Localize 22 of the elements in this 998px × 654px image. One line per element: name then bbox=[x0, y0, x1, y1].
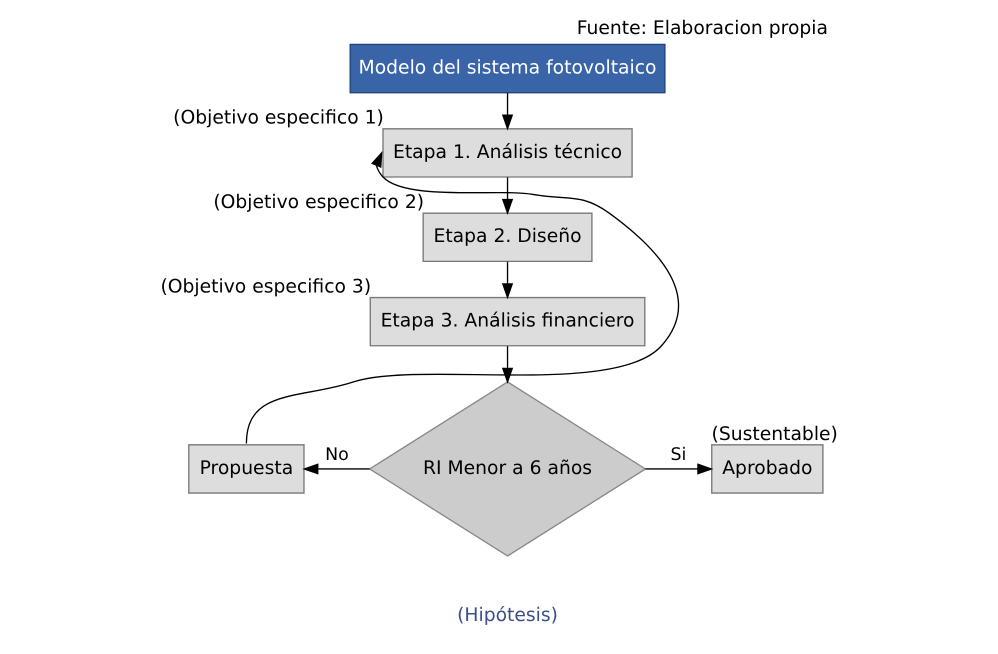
node-label: (Sustentable) bbox=[711, 424, 838, 445]
edge-label: Si bbox=[670, 445, 686, 466]
node-box: Etapa 1. Análisis técnico bbox=[382, 128, 632, 178]
edge-label: No bbox=[324, 445, 348, 466]
arrow bbox=[501, 177, 513, 215]
arrow bbox=[501, 93, 513, 131]
node-box: Etapa 3. Análisis financiero bbox=[369, 296, 645, 346]
node-box: Aprobado bbox=[710, 444, 824, 494]
node-box: Modelo del sistema fotovoltaico bbox=[349, 44, 666, 94]
node-box: Etapa 2. Diseño bbox=[422, 212, 592, 262]
node-label: (Objetivo especifico 2) bbox=[212, 192, 424, 214]
caption: Fuente: Elaboracion propia bbox=[576, 18, 828, 39]
arrow bbox=[501, 346, 513, 384]
arrow bbox=[501, 262, 513, 300]
node-box: Propuesta bbox=[188, 444, 304, 494]
node-label: (Objetivo especifico 1) bbox=[172, 108, 384, 129]
arrow bbox=[302, 463, 370, 475]
arrow bbox=[245, 151, 678, 444]
node-label: (Objetivo especifico 3) bbox=[160, 276, 371, 298]
node-label: (Hipótesis) bbox=[456, 605, 558, 626]
arrow bbox=[644, 463, 713, 475]
node-diamond: RI Menor a 6 años bbox=[368, 381, 646, 557]
